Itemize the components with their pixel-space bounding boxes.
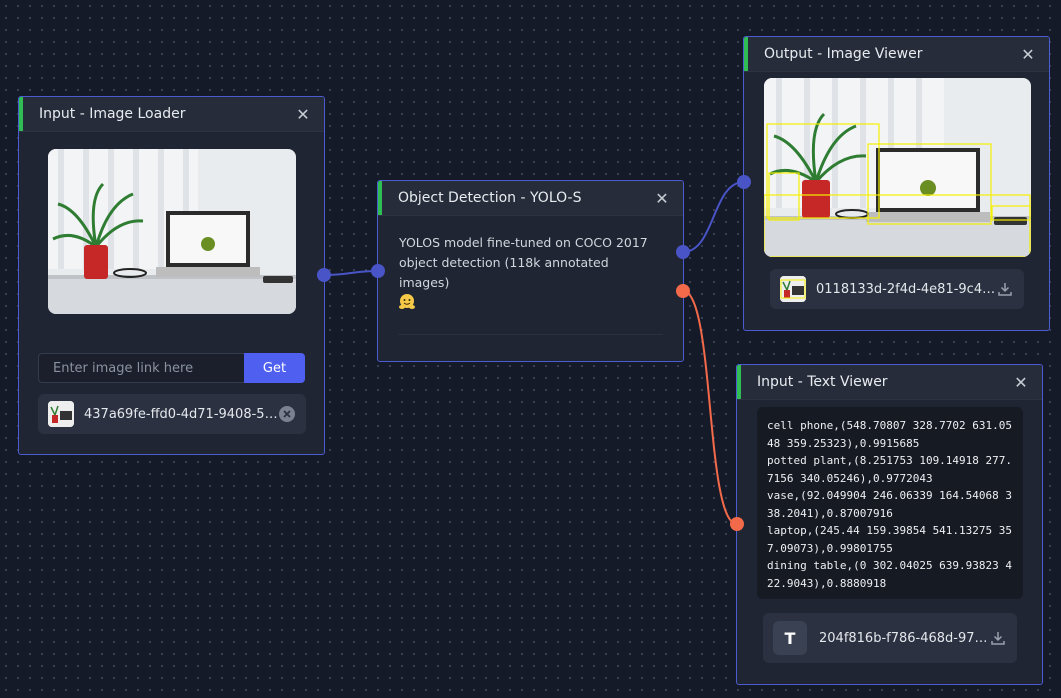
file-thumbnail bbox=[48, 401, 74, 427]
image-viewer-input-port[interactable] bbox=[737, 175, 751, 189]
node-title: Input - Text Viewer bbox=[757, 374, 888, 390]
download-icon[interactable] bbox=[989, 629, 1007, 647]
text-viewer-node[interactable]: Input - Text Viewer ✕ cell phone,(548.70… bbox=[736, 364, 1043, 685]
node-header[interactable]: Output - Image Viewer ✕ bbox=[744, 37, 1049, 72]
node-header[interactable]: Input - Image Loader ✕ bbox=[19, 97, 324, 132]
node-header[interactable]: Object Detection - YOLO-S ✕ bbox=[378, 181, 683, 216]
object-detection-node[interactable]: Object Detection - YOLO-S ✕ YOLOS model … bbox=[377, 180, 684, 362]
node-title: Output - Image Viewer bbox=[764, 46, 923, 62]
node-title: Input - Image Loader bbox=[39, 106, 186, 122]
text-viewer-input-port[interactable] bbox=[730, 517, 744, 531]
get-button[interactable]: Get bbox=[244, 353, 305, 383]
close-icon[interactable]: ✕ bbox=[296, 104, 310, 124]
remove-file-icon[interactable] bbox=[278, 405, 296, 423]
node-title: Object Detection - YOLO-S bbox=[398, 190, 582, 206]
text-file-icon: T bbox=[773, 621, 807, 655]
hugging-face-icon bbox=[399, 294, 415, 309]
image-url-input[interactable] bbox=[38, 353, 244, 383]
close-icon[interactable]: ✕ bbox=[655, 188, 669, 208]
image-preview bbox=[48, 149, 296, 314]
node-header[interactable]: Input - Text Viewer ✕ bbox=[737, 365, 1042, 400]
file-thumbnail bbox=[780, 276, 806, 302]
download-icon[interactable] bbox=[996, 280, 1014, 298]
detection-image-output-port[interactable] bbox=[676, 245, 690, 259]
text-file-chip[interactable]: T 204f816b-f786-468d-97a... bbox=[763, 613, 1017, 663]
image-viewer-node[interactable]: Output - Image Viewer ✕ bbox=[743, 36, 1050, 331]
close-icon[interactable]: ✕ bbox=[1014, 372, 1028, 392]
close-icon[interactable]: ✕ bbox=[1021, 44, 1035, 64]
detection-text-output-port[interactable] bbox=[676, 284, 690, 298]
loaded-file-chip[interactable]: 437a69fe-ffd0-4d71-9408-5a0... bbox=[38, 394, 306, 434]
text-content: cell phone,(548.70807 328.7702 631.0548 … bbox=[757, 407, 1023, 599]
image-loader-node[interactable]: Input - Image Loader ✕ Get 437a69fe-ffd0… bbox=[18, 96, 325, 455]
output-file-chip[interactable]: 0118133d-2f4d-4e81-9c40-... bbox=[770, 269, 1024, 309]
file-name: 0118133d-2f4d-4e81-9c40-... bbox=[816, 281, 996, 297]
edge-detection-to-text-viewer bbox=[682, 290, 738, 525]
file-name: 437a69fe-ffd0-4d71-9408-5a0... bbox=[84, 406, 278, 422]
edge-detection-to-image-viewer bbox=[682, 181, 745, 253]
edge-loader-to-detection bbox=[323, 270, 379, 276]
divider bbox=[398, 334, 663, 335]
detection-input-port[interactable] bbox=[371, 264, 385, 278]
image-loader-output-port[interactable] bbox=[317, 268, 331, 282]
output-image-preview bbox=[764, 78, 1031, 257]
file-name: 204f816b-f786-468d-97a... bbox=[819, 630, 989, 646]
model-description: YOLOS model fine-tuned on COCO 2017 obje… bbox=[399, 235, 648, 290]
